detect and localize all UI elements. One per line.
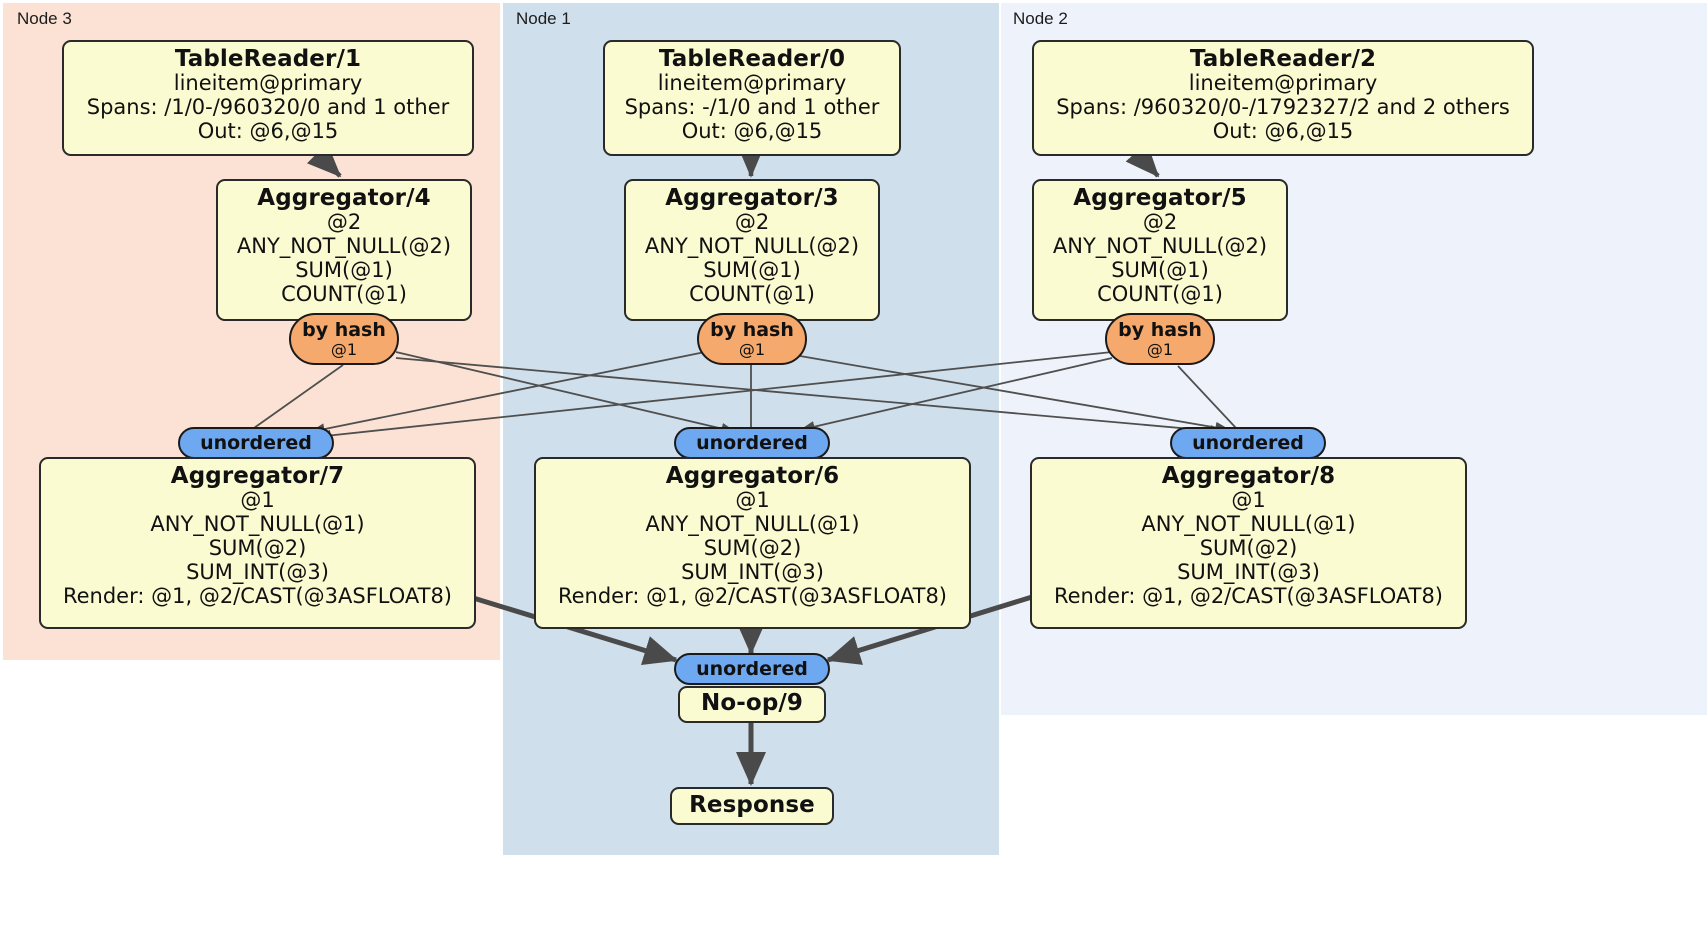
box-line: SUM(@2) bbox=[1199, 536, 1298, 561]
router-label: by hash bbox=[1118, 319, 1202, 342]
box-aggregator7[interactable]: Aggregator/7 @1 ANY_NOT_NULL(@1) SUM(@2)… bbox=[39, 457, 476, 629]
box-aggregator6[interactable]: Aggregator/6 @1 ANY_NOT_NULL(@1) SUM(@2)… bbox=[534, 457, 971, 629]
box-line: lineitem@primary bbox=[173, 71, 363, 96]
box-line: @1 bbox=[735, 488, 770, 513]
box-title: Aggregator/8 bbox=[1161, 463, 1336, 489]
box-title: TableReader/0 bbox=[658, 46, 846, 72]
box-line: SUM_INT(@3) bbox=[1177, 560, 1320, 585]
box-line: SUM_INT(@3) bbox=[681, 560, 824, 585]
router-sublabel: @1 bbox=[330, 339, 358, 359]
box-line: ANY_NOT_NULL(@1) bbox=[1141, 512, 1356, 537]
box-line: Spans: -/1/0 and 1 other bbox=[624, 95, 880, 120]
box-title: TableReader/2 bbox=[1189, 46, 1377, 72]
receiver-label: unordered bbox=[696, 657, 808, 680]
box-aggregator5[interactable]: Aggregator/5 @2 ANY_NOT_NULL(@2) SUM(@1)… bbox=[1032, 179, 1288, 321]
box-line: Out: @6,@15 bbox=[197, 119, 339, 144]
box-title: Aggregator/3 bbox=[665, 185, 839, 211]
box-line: Spans: /1/0-/960320/0 and 1 other bbox=[86, 95, 450, 120]
receiver-label: unordered bbox=[1192, 431, 1304, 454]
box-aggregator3[interactable]: Aggregator/3 @2 ANY_NOT_NULL(@2) SUM(@1)… bbox=[624, 179, 880, 321]
box-title: No-op/9 bbox=[701, 690, 803, 716]
box-line: Render: @1, @2/CAST(@3ASFLOAT8) bbox=[62, 583, 453, 608]
box-title: Aggregator/5 bbox=[1073, 185, 1247, 211]
box-title: Aggregator/7 bbox=[170, 463, 345, 489]
node-label-node3: Node 3 bbox=[17, 9, 72, 28]
box-title: Aggregator/6 bbox=[665, 463, 840, 489]
box-line: ANY_NOT_NULL(@2) bbox=[1052, 234, 1268, 259]
box-line: COUNT(@1) bbox=[281, 282, 407, 307]
box-line: SUM(@2) bbox=[208, 536, 307, 561]
box-tablereader0[interactable]: TableReader/0 lineitem@primary Spans: -/… bbox=[603, 40, 901, 156]
box-line: ANY_NOT_NULL(@2) bbox=[236, 234, 452, 259]
box-line: @1 bbox=[1231, 488, 1266, 513]
box-line: Spans: /960320/0-/1792327/2 and 2 others bbox=[1056, 95, 1510, 120]
box-aggregator8[interactable]: Aggregator/8 @1 ANY_NOT_NULL(@1) SUM(@2)… bbox=[1030, 457, 1467, 629]
box-line: @2 bbox=[326, 210, 362, 235]
receiver-label: unordered bbox=[200, 431, 312, 454]
box-line: Out: @6,@15 bbox=[1212, 119, 1354, 144]
router-label: by hash bbox=[302, 319, 386, 342]
router-by-hash-center[interactable]: by hash @1 bbox=[697, 313, 807, 365]
node-label-node2: Node 2 bbox=[1013, 9, 1068, 28]
box-line: COUNT(@1) bbox=[689, 282, 815, 307]
router-label: by hash bbox=[710, 319, 794, 342]
box-line: @2 bbox=[1142, 210, 1178, 235]
box-title: Aggregator/4 bbox=[257, 185, 431, 211]
receiver-unordered-center[interactable]: unordered bbox=[674, 427, 830, 459]
box-line: SUM(@1) bbox=[1111, 258, 1209, 283]
box-line: ANY_NOT_NULL(@1) bbox=[645, 512, 860, 537]
box-tablereader1[interactable]: TableReader/1 lineitem@primary Spans: /1… bbox=[62, 40, 474, 156]
box-line: SUM(@2) bbox=[703, 536, 802, 561]
receiver-label: unordered bbox=[696, 431, 808, 454]
box-tablereader2[interactable]: TableReader/2 lineitem@primary Spans: /9… bbox=[1032, 40, 1534, 156]
box-line: @2 bbox=[734, 210, 770, 235]
box-title: Response bbox=[689, 792, 815, 818]
router-by-hash-left[interactable]: by hash @1 bbox=[289, 313, 399, 365]
box-line: lineitem@primary bbox=[1188, 71, 1378, 96]
router-by-hash-right[interactable]: by hash @1 bbox=[1105, 313, 1215, 365]
receiver-unordered-left[interactable]: unordered bbox=[178, 427, 334, 459]
box-line: ANY_NOT_NULL(@1) bbox=[150, 512, 365, 537]
box-line: COUNT(@1) bbox=[1097, 282, 1223, 307]
node-label-node1: Node 1 bbox=[516, 9, 571, 28]
box-line: SUM(@1) bbox=[295, 258, 393, 283]
box-line: SUM_INT(@3) bbox=[186, 560, 329, 585]
box-noop9[interactable]: No-op/9 bbox=[678, 686, 826, 723]
box-line: Render: @1, @2/CAST(@3ASFLOAT8) bbox=[557, 583, 948, 608]
receiver-unordered-right[interactable]: unordered bbox=[1170, 427, 1326, 459]
router-sublabel: @1 bbox=[1146, 339, 1174, 359]
box-line: ANY_NOT_NULL(@2) bbox=[644, 234, 860, 259]
box-line: lineitem@primary bbox=[657, 71, 847, 96]
router-sublabel: @1 bbox=[738, 339, 766, 359]
receiver-unordered-final[interactable]: unordered bbox=[674, 653, 830, 685]
box-line: Render: @1, @2/CAST(@3ASFLOAT8) bbox=[1053, 583, 1444, 608]
box-title: TableReader/1 bbox=[174, 46, 362, 72]
box-aggregator4[interactable]: Aggregator/4 @2 ANY_NOT_NULL(@2) SUM(@1)… bbox=[216, 179, 472, 321]
box-response[interactable]: Response bbox=[670, 787, 834, 825]
box-line: Out: @6,@15 bbox=[681, 119, 823, 144]
box-line: SUM(@1) bbox=[703, 258, 801, 283]
box-line: @1 bbox=[240, 488, 275, 513]
